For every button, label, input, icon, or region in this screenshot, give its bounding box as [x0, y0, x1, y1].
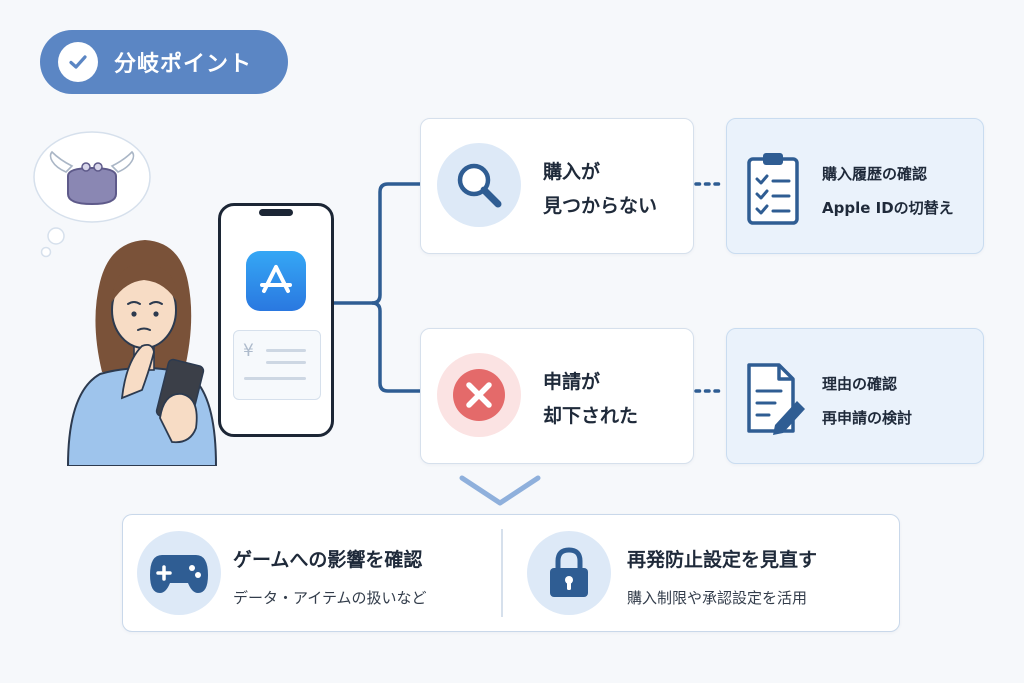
yen-symbol: ¥ — [243, 341, 254, 361]
action-item: 購入履歴の確認 — [822, 165, 928, 183]
check-icon — [58, 42, 98, 82]
app-store-icon[interactable] — [246, 251, 306, 311]
gamepad-icon — [137, 531, 221, 615]
bottom-summary-card: ゲームへの影響を確認 データ・アイテムの扱いなど 再発防止設定を見直す 購入制限… — [122, 514, 900, 632]
bottom-subtitle: 購入制限や承認設定を活用 — [627, 589, 808, 607]
receipt-line — [244, 377, 306, 380]
padlock-icon — [527, 531, 611, 615]
branch-title-line: 却下された — [543, 405, 639, 427]
clipboard-checklist-icon — [747, 153, 799, 225]
action-card-rejected: 理由の確認 再申請の検討 — [726, 328, 984, 464]
branch-point-badge: 分岐ポイント — [40, 30, 288, 94]
bottom-subtitle: データ・アイテムの扱いなど — [233, 589, 427, 607]
worried-woman-illustration — [66, 240, 218, 466]
badge-label: 分岐ポイント — [114, 52, 253, 77]
magnifier-icon — [437, 143, 521, 227]
action-card-not-found: 購入履歴の確認 Apple IDの切替え — [726, 118, 984, 254]
bottom-title: ゲームへの影響を確認 — [233, 549, 423, 571]
branch-title-line: 購入が — [543, 161, 601, 183]
divider — [501, 529, 503, 617]
document-pencil-icon — [747, 363, 805, 435]
branch-card-rejected: 申請が 却下された — [420, 328, 694, 464]
action-item: Apple IDの切替え — [822, 199, 954, 217]
phone-notch — [259, 209, 293, 216]
receipt-card: ¥ — [233, 330, 321, 400]
receipt-line — [266, 349, 306, 352]
receipt-line — [266, 361, 306, 364]
action-item: 理由の確認 — [822, 375, 898, 393]
x-mark-icon — [437, 353, 521, 437]
branch-card-not-found: 購入が 見つからない — [420, 118, 694, 254]
branch-title-line: 申請が — [543, 371, 601, 393]
action-item: 再申請の検討 — [822, 409, 913, 427]
flying-purse-icon — [49, 150, 135, 206]
smartphone: ¥ — [218, 203, 334, 437]
branch-title-line: 見つからない — [543, 195, 658, 217]
bottom-title: 再発防止設定を見直す — [627, 549, 818, 571]
